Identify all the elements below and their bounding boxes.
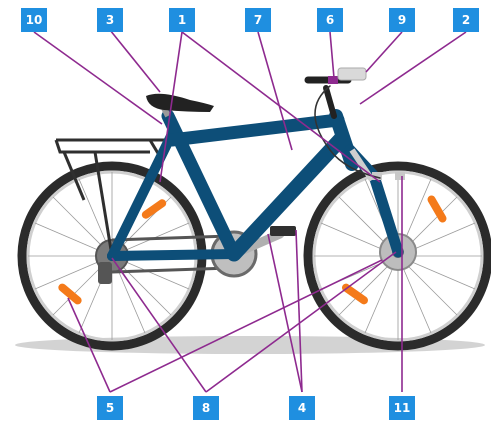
handlebar-assembly bbox=[304, 67, 381, 179]
leader-7 bbox=[257, 31, 293, 151]
front-reflector-bottom bbox=[341, 283, 369, 305]
chain-stay bbox=[107, 249, 239, 261]
pedal bbox=[270, 226, 296, 236]
leader-3 bbox=[109, 29, 161, 93]
seat-stay bbox=[107, 129, 177, 261]
rear-rack bbox=[54, 138, 165, 257]
leader-8b bbox=[205, 251, 397, 393]
leader-9 bbox=[365, 31, 403, 73]
callout-8: 8 bbox=[193, 396, 219, 420]
frame bbox=[107, 109, 359, 262]
leader-5a bbox=[67, 297, 111, 393]
callout-5: 5 bbox=[97, 396, 123, 420]
callout-8-label: 8 bbox=[201, 401, 211, 415]
leader-1b bbox=[181, 31, 381, 183]
leader-2 bbox=[359, 31, 467, 105]
callout-1-label: 1 bbox=[177, 13, 187, 27]
leader-10 bbox=[33, 31, 163, 125]
derailleur bbox=[98, 262, 112, 284]
callout-6: 6 bbox=[317, 8, 343, 32]
leader-1a bbox=[159, 31, 183, 183]
callout-9: 9 bbox=[389, 8, 415, 32]
leader-6 bbox=[329, 31, 335, 79]
rear-reflector-top bbox=[141, 199, 167, 219]
callout-9-label: 9 bbox=[397, 13, 407, 27]
leader-lines bbox=[33, 29, 467, 393]
callout-1: 1 bbox=[169, 8, 195, 32]
callout-4-label: 4 bbox=[297, 401, 307, 415]
leader-5b bbox=[109, 259, 383, 393]
callout-7-label: 7 bbox=[253, 13, 263, 27]
bell bbox=[328, 76, 338, 84]
callout-2-label: 2 bbox=[461, 13, 471, 27]
callout-10: 10 bbox=[21, 8, 47, 32]
callout-11-label: 11 bbox=[393, 401, 411, 415]
callout-3-label: 3 bbox=[105, 13, 115, 27]
callout-3: 3 bbox=[97, 8, 123, 32]
stem bbox=[323, 85, 337, 119]
front-light bbox=[337, 67, 367, 81]
callout-5-label: 5 bbox=[105, 401, 115, 415]
top-tube bbox=[165, 113, 345, 147]
leader-4b bbox=[295, 229, 303, 393]
callout-4: 4 bbox=[289, 396, 315, 420]
callout-10-label: 10 bbox=[25, 13, 43, 27]
down-tube bbox=[226, 132, 348, 262]
saddle bbox=[146, 93, 214, 112]
callout-6-label: 6 bbox=[325, 13, 335, 27]
leader-8a bbox=[111, 257, 207, 393]
callout-7: 7 bbox=[245, 8, 271, 32]
saddle-assembly bbox=[146, 93, 214, 118]
front-reflector-top bbox=[427, 195, 447, 223]
brake-cable bbox=[314, 85, 381, 179]
leader-4a bbox=[267, 233, 303, 393]
rear-reflector-bottom bbox=[58, 283, 82, 305]
callout-2: 2 bbox=[453, 8, 479, 32]
callout-11: 11 bbox=[389, 396, 415, 420]
